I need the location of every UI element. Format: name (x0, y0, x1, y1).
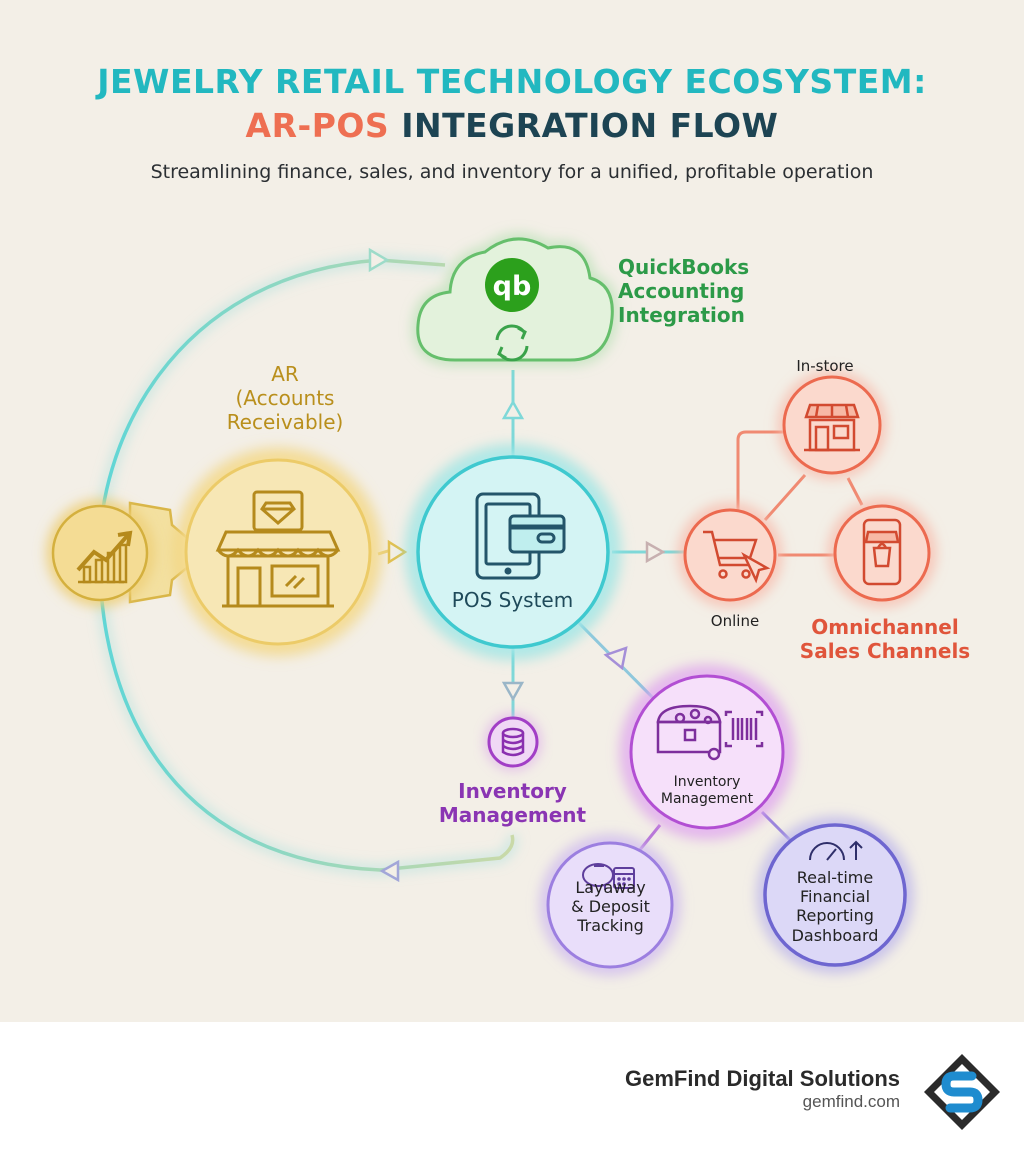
inventory-small-label-line: Inventory (458, 779, 567, 803)
quickbooks-label-line: Integration (618, 303, 745, 327)
title-highlight: AR-POS (245, 106, 390, 145)
inventory-hub-label-line: Inventory (673, 774, 741, 790)
reporting-label-line: Real-time (796, 868, 874, 887)
sync-icon (495, 324, 529, 362)
barcode-icon (707, 710, 764, 761)
database-icon (501, 727, 525, 757)
growth-node (45, 498, 207, 608)
arc-arrow-top (368, 247, 390, 273)
arrow-pos-to-online (645, 540, 666, 564)
arrow-pos-to-inventory-hub (603, 646, 628, 671)
storefront-icon (804, 403, 860, 452)
instore-node (777, 370, 887, 480)
subtitle: Streamlining finance, sales, and invento… (150, 161, 874, 183)
arrow-ar-to-pos (387, 539, 408, 565)
inventory-hub-node (619, 664, 795, 840)
ar-label-line: (Accounts (235, 386, 335, 410)
shopping-cart-icon (703, 530, 771, 584)
title-rest: INTEGRATION FLOW (401, 106, 779, 145)
layaway-node (539, 834, 681, 976)
quickbooks-logo-text: qb (493, 271, 532, 302)
company-name: GemFind Digital Solutions (625, 1066, 900, 1091)
mobile-node (827, 498, 937, 608)
company-url: gemfind.com (802, 1092, 900, 1111)
arrow-pos-to-inventory (501, 681, 525, 702)
ar-label: AR (Accounts Receivable) (195, 362, 375, 434)
omnichannel-label: Omnichannel Sales Channels (790, 615, 980, 663)
arrow-pos-to-qb (501, 399, 525, 420)
reporting-label-line: Reporting (796, 906, 874, 926)
title-line-1: JEWELRY RETAIL TECHNOLOGY ECOSYSTEM: (97, 62, 927, 101)
pos-node (404, 443, 622, 661)
omnichannel-label-line: Omnichannel (811, 615, 959, 639)
ar-label-line: Receivable) (226, 410, 344, 434)
reporting-label: Real-time Financial Reporting Dashboard (770, 868, 900, 945)
ar-node (172, 446, 384, 658)
omnichannel-label-line: Sales Channels (799, 639, 971, 663)
footer (0, 1022, 1024, 1154)
quickbooks-node: qb (411, 232, 619, 366)
ar-label-line: AR (271, 362, 299, 386)
inventory-hub-label-line: Management (660, 790, 754, 807)
growth-chart-icon (76, 530, 133, 584)
quickbooks-label-line: Accounting (618, 279, 745, 303)
jewelry-store-icon (215, 490, 341, 608)
quickbooks-logo-icon (485, 258, 539, 312)
treasure-chest-icon (656, 704, 722, 754)
ecosystem-diagram: qb (45, 232, 937, 976)
inventory-hub-label: Inventory Management (632, 774, 782, 808)
gauge-icon (809, 840, 863, 861)
credit-card-icon (508, 514, 566, 554)
layaway-label-line: Layaway (575, 878, 646, 897)
inventory-small-label-line: Management (438, 803, 587, 827)
online-node (677, 502, 783, 608)
layaway-label: Layaway & Deposit Tracking (548, 878, 673, 936)
mobile-shop-icon (862, 518, 902, 586)
online-label: Online (710, 612, 760, 630)
gemfind-logo-icon (924, 1054, 1000, 1130)
reporting-node (756, 816, 914, 974)
inventory-small-node (485, 714, 541, 770)
reporting-label-line: Dashboard (791, 925, 879, 945)
instore-label: In-store (796, 357, 854, 375)
quickbooks-label: QuickBooks Accounting Integration (618, 255, 798, 327)
calendar-icon (613, 867, 635, 889)
layaway-label-line: & Deposit (571, 897, 650, 917)
feedback-loop-arc (94, 247, 518, 883)
layaway-label-line: Tracking (577, 916, 644, 936)
inventory-small-label: Inventory Management (425, 779, 600, 827)
title-line-2: AR-POS INTEGRATION FLOW (0, 106, 1024, 145)
arc-arrow-bottom (379, 859, 400, 883)
pos-label: POS System (451, 588, 574, 612)
reporting-label-line: Financial (799, 887, 871, 907)
quickbooks-label-line: QuickBooks (618, 255, 750, 279)
